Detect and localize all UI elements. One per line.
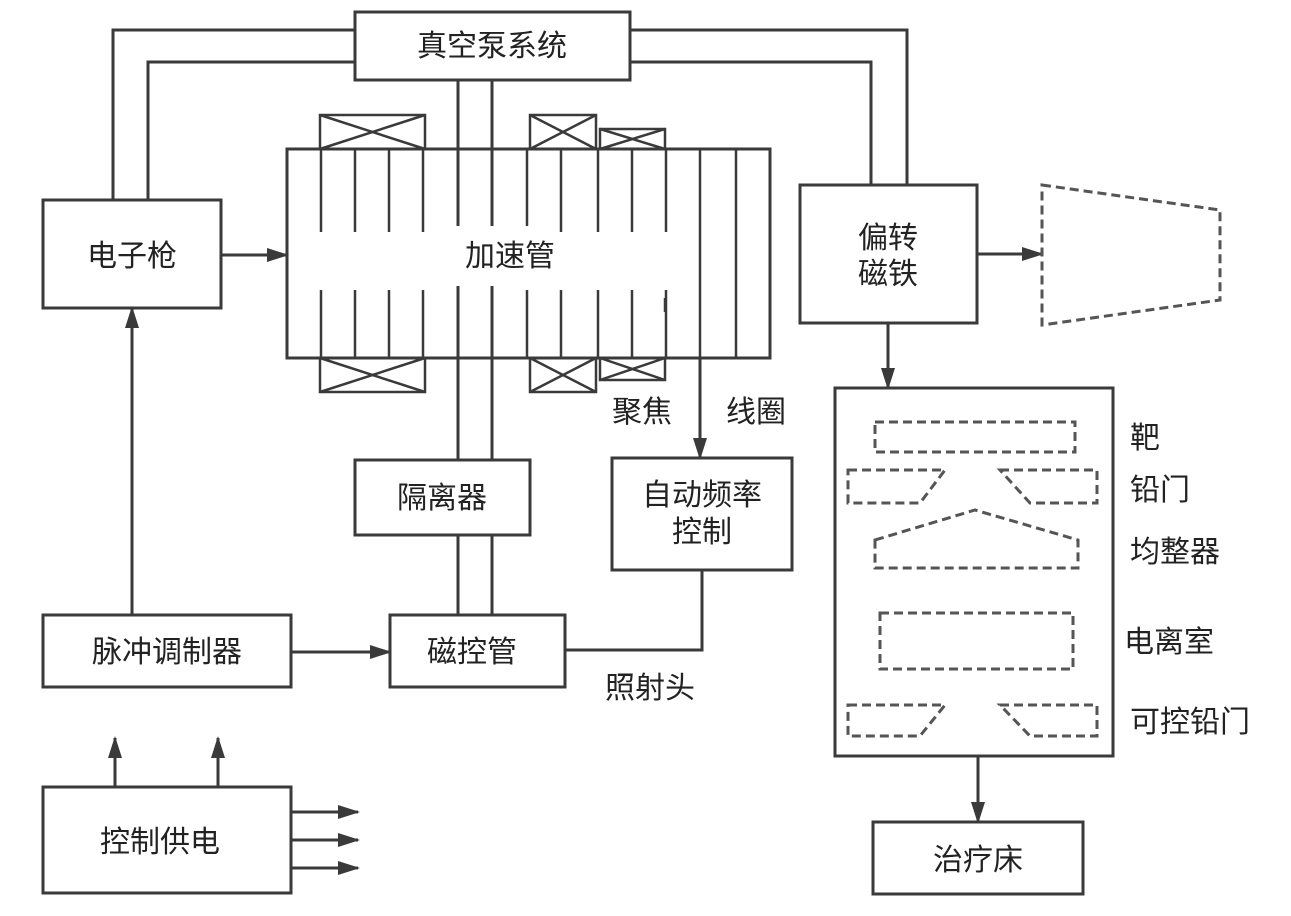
lead-jaw-left bbox=[846, 468, 949, 505]
beam-stop-dashed bbox=[1040, 183, 1222, 327]
control-power-block: 控制供电 bbox=[41, 785, 293, 895]
treatment-head-label: 照射头 bbox=[605, 671, 695, 706]
controllable-jaw-left bbox=[846, 703, 949, 738]
isolator-block: 隔离器 bbox=[353, 458, 532, 537]
focus-coil-top-mid bbox=[528, 113, 598, 151]
afc-label-1: 自动频率 bbox=[642, 478, 762, 513]
isolator-label: 隔离器 bbox=[397, 481, 487, 516]
tube-discs-top bbox=[319, 149, 738, 358]
pulse-modulator-label: 脉冲调制器 bbox=[92, 635, 242, 670]
bending-magnet-label-1: 偏转 bbox=[858, 221, 918, 256]
tube-discs-bottom bbox=[319, 290, 668, 358]
ion-chamber-label: 电离室 bbox=[1124, 625, 1214, 660]
accelerator-tube: 加速管 bbox=[285, 113, 772, 394]
bending-magnet-block: 偏转 磁铁 bbox=[798, 183, 979, 325]
electron-gun-label: 电子枪 bbox=[87, 239, 177, 274]
bending-magnet-label-2: 磁铁 bbox=[858, 257, 918, 292]
vacuum-pump-label: 真空泵系统 bbox=[417, 29, 567, 64]
electron-gun-block: 电子枪 bbox=[41, 198, 223, 310]
lead-jaw-right bbox=[996, 468, 1099, 505]
focus-coil-bottom-mid bbox=[528, 356, 598, 394]
vacuum-pump-block: 真空泵系统 bbox=[353, 10, 632, 82]
flattening-filter-dashed bbox=[873, 508, 1080, 570]
focus-coil-top-right bbox=[598, 127, 667, 151]
afc-block: 自动频率 控制 bbox=[610, 456, 794, 572]
focus-label: 聚焦 bbox=[612, 395, 672, 430]
pulse-modulator-block: 脉冲调制器 bbox=[41, 613, 293, 689]
control-power-label: 控制供电 bbox=[100, 825, 220, 860]
coil-label: 线圈 bbox=[726, 395, 786, 430]
afc-label-2: 控制 bbox=[672, 515, 732, 550]
controllable-lead-door-label: 可控铅门 bbox=[1130, 705, 1250, 740]
magnetron-block: 磁控管 bbox=[388, 613, 567, 689]
magnetron-label: 磁控管 bbox=[427, 635, 517, 670]
treatment-head-block bbox=[833, 386, 1115, 758]
target-dashed bbox=[873, 420, 1077, 454]
focus-coil-bottom-left bbox=[318, 356, 427, 394]
controllable-jaw-right bbox=[996, 703, 1099, 738]
focus-coil-top-left bbox=[318, 113, 427, 151]
accelerator-tube-label: 加速管 bbox=[465, 239, 555, 274]
treatment-couch-label: 治疗床 bbox=[933, 843, 1023, 878]
afc-to-magnetron-line bbox=[565, 570, 704, 652]
control-power-outputs bbox=[108, 736, 360, 875]
treatment-couch-block: 治疗床 bbox=[871, 820, 1085, 896]
target-label: 靶 bbox=[1130, 421, 1160, 456]
lead-door-label: 铅门 bbox=[1130, 473, 1190, 508]
flattening-filter-label: 均整器 bbox=[1130, 535, 1220, 570]
ion-chamber-dashed bbox=[878, 611, 1075, 671]
focus-coil-bottom-right bbox=[598, 356, 667, 382]
head-component-labels: 靶 铅门 均整器 电离室 可控铅门 bbox=[1124, 421, 1250, 740]
